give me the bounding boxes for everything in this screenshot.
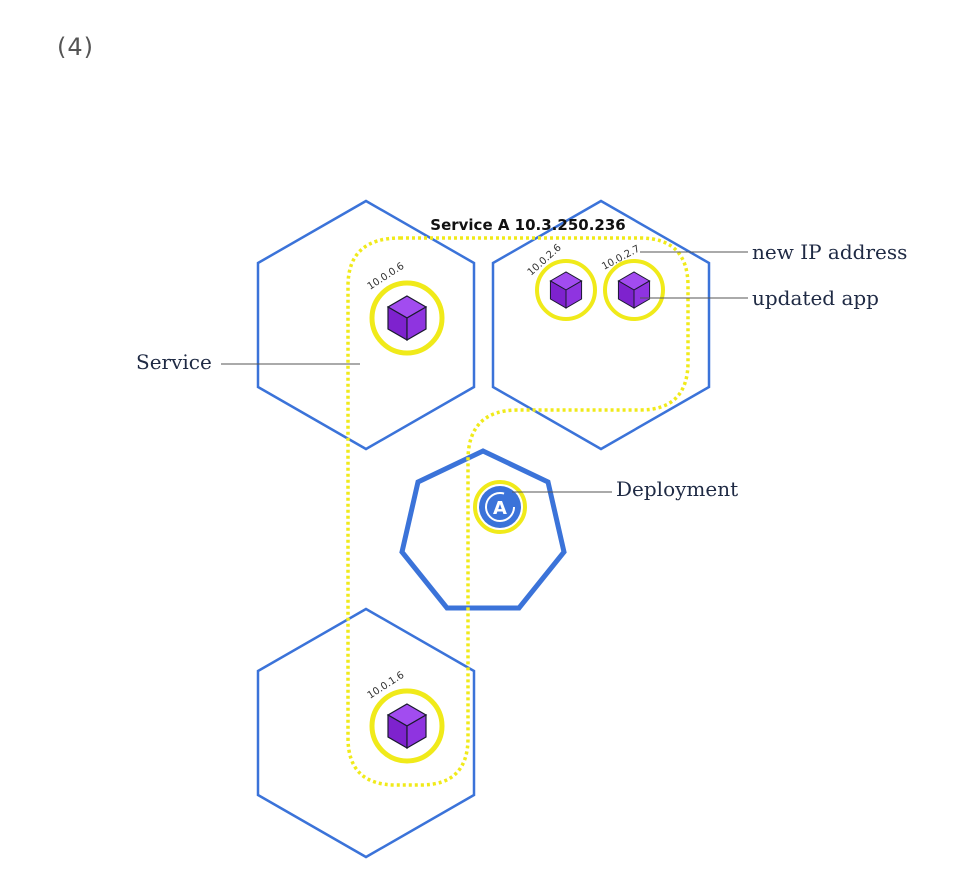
step-label: (4)	[57, 33, 94, 61]
node-hexagon	[256, 199, 476, 451]
deployment-heptagon	[399, 448, 567, 611]
pod-ip-label: 10.0.2.7	[600, 244, 642, 273]
callout-deployment: Deployment	[616, 477, 738, 501]
callout-new-ip: new IP address	[752, 240, 907, 264]
deployment-glyph: A	[493, 498, 507, 519]
pod: 10.0.2.6	[526, 242, 597, 321]
deployment-icon: A	[473, 480, 527, 534]
pod-cube-icon	[387, 703, 427, 749]
node-hexagon	[491, 199, 711, 451]
node-hexagon	[256, 607, 476, 859]
pod-cube-icon	[549, 271, 583, 309]
pod: 10.0.2.7	[600, 244, 665, 321]
pod-cube-icon	[387, 295, 427, 341]
callout-updated-app: updated app	[752, 286, 879, 310]
pod-cube-icon	[617, 271, 651, 309]
pod: 10.0.1.6	[366, 670, 445, 764]
callout-service: Service	[136, 350, 212, 374]
service-boundary	[346, 236, 690, 787]
pod: 10.0.0.6	[366, 261, 445, 356]
service-title: Service A 10.3.250.236	[430, 216, 625, 234]
